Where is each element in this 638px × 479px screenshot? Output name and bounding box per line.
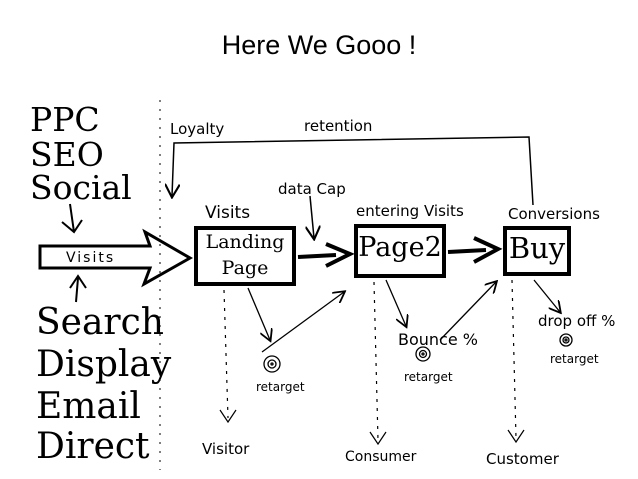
return-arrow-1 [261,292,344,353]
source-search: Search [36,302,164,343]
landing-retarget-arrow [247,287,270,340]
page2-to-buy-arrow [447,236,503,264]
entering-visits-label: entering Visits [356,202,464,220]
retarget-label-1: retarget [256,380,305,394]
page2-box [354,224,446,278]
customer-dashed-arrow [511,279,517,439]
source-email: Email [36,386,141,427]
landing-page-line1: Landing [205,231,285,253]
source-seo: SEO [30,135,104,174]
landing-to-page2-arrow [297,242,355,268]
consumer-arrowhead [369,431,387,446]
visits-label: Visits [205,203,251,223]
retention-loop [172,136,534,206]
visits-arrow-label: Visits [66,250,116,266]
buy-box [503,226,571,276]
source-ppc: PPC [30,100,100,139]
landing-page-box [194,226,296,286]
landing-page-line2: Page [221,257,269,279]
up-arrow [69,274,87,303]
consumer-label: Consumer [345,449,417,465]
data-cap-label: data Cap [278,180,346,198]
drop-off-label: drop off % [538,312,616,330]
source-display: Display [36,344,172,385]
consumer-dashed-arrow [373,281,379,441]
retarget-spiral-2 [415,346,431,362]
retention-label: retention [304,117,373,135]
retarget-spiral-1 [263,355,281,373]
return-arrow-2 [439,282,496,341]
source-direct: Direct [36,426,150,467]
bounce-label: Bounce % [398,330,478,349]
visitor-arrowhead [219,409,237,424]
data-cap-arrow [310,195,314,238]
buy-dropoff-arrow [533,279,560,312]
source-social: Social [30,168,132,207]
retarget-label-2: retarget [404,370,453,384]
page2-label: Page2 [358,232,442,263]
visitor-label: Visitor [202,440,250,458]
retarget-spiral-3 [559,333,573,347]
visits-big-arrow [38,228,194,288]
customer-arrowhead [507,429,525,444]
conversions-label: Conversions [508,205,600,223]
retarget-label-3: retarget [550,352,599,366]
page2-bounce-arrow [385,279,406,326]
down-arrow [61,203,83,234]
visitor-dashed-arrow [223,289,229,419]
customer-label: Customer [486,450,559,468]
buy-label: Buy [508,231,566,265]
loyalty-label: Loyalty [170,120,225,138]
page-title: Here We Gooo ! [221,30,417,60]
